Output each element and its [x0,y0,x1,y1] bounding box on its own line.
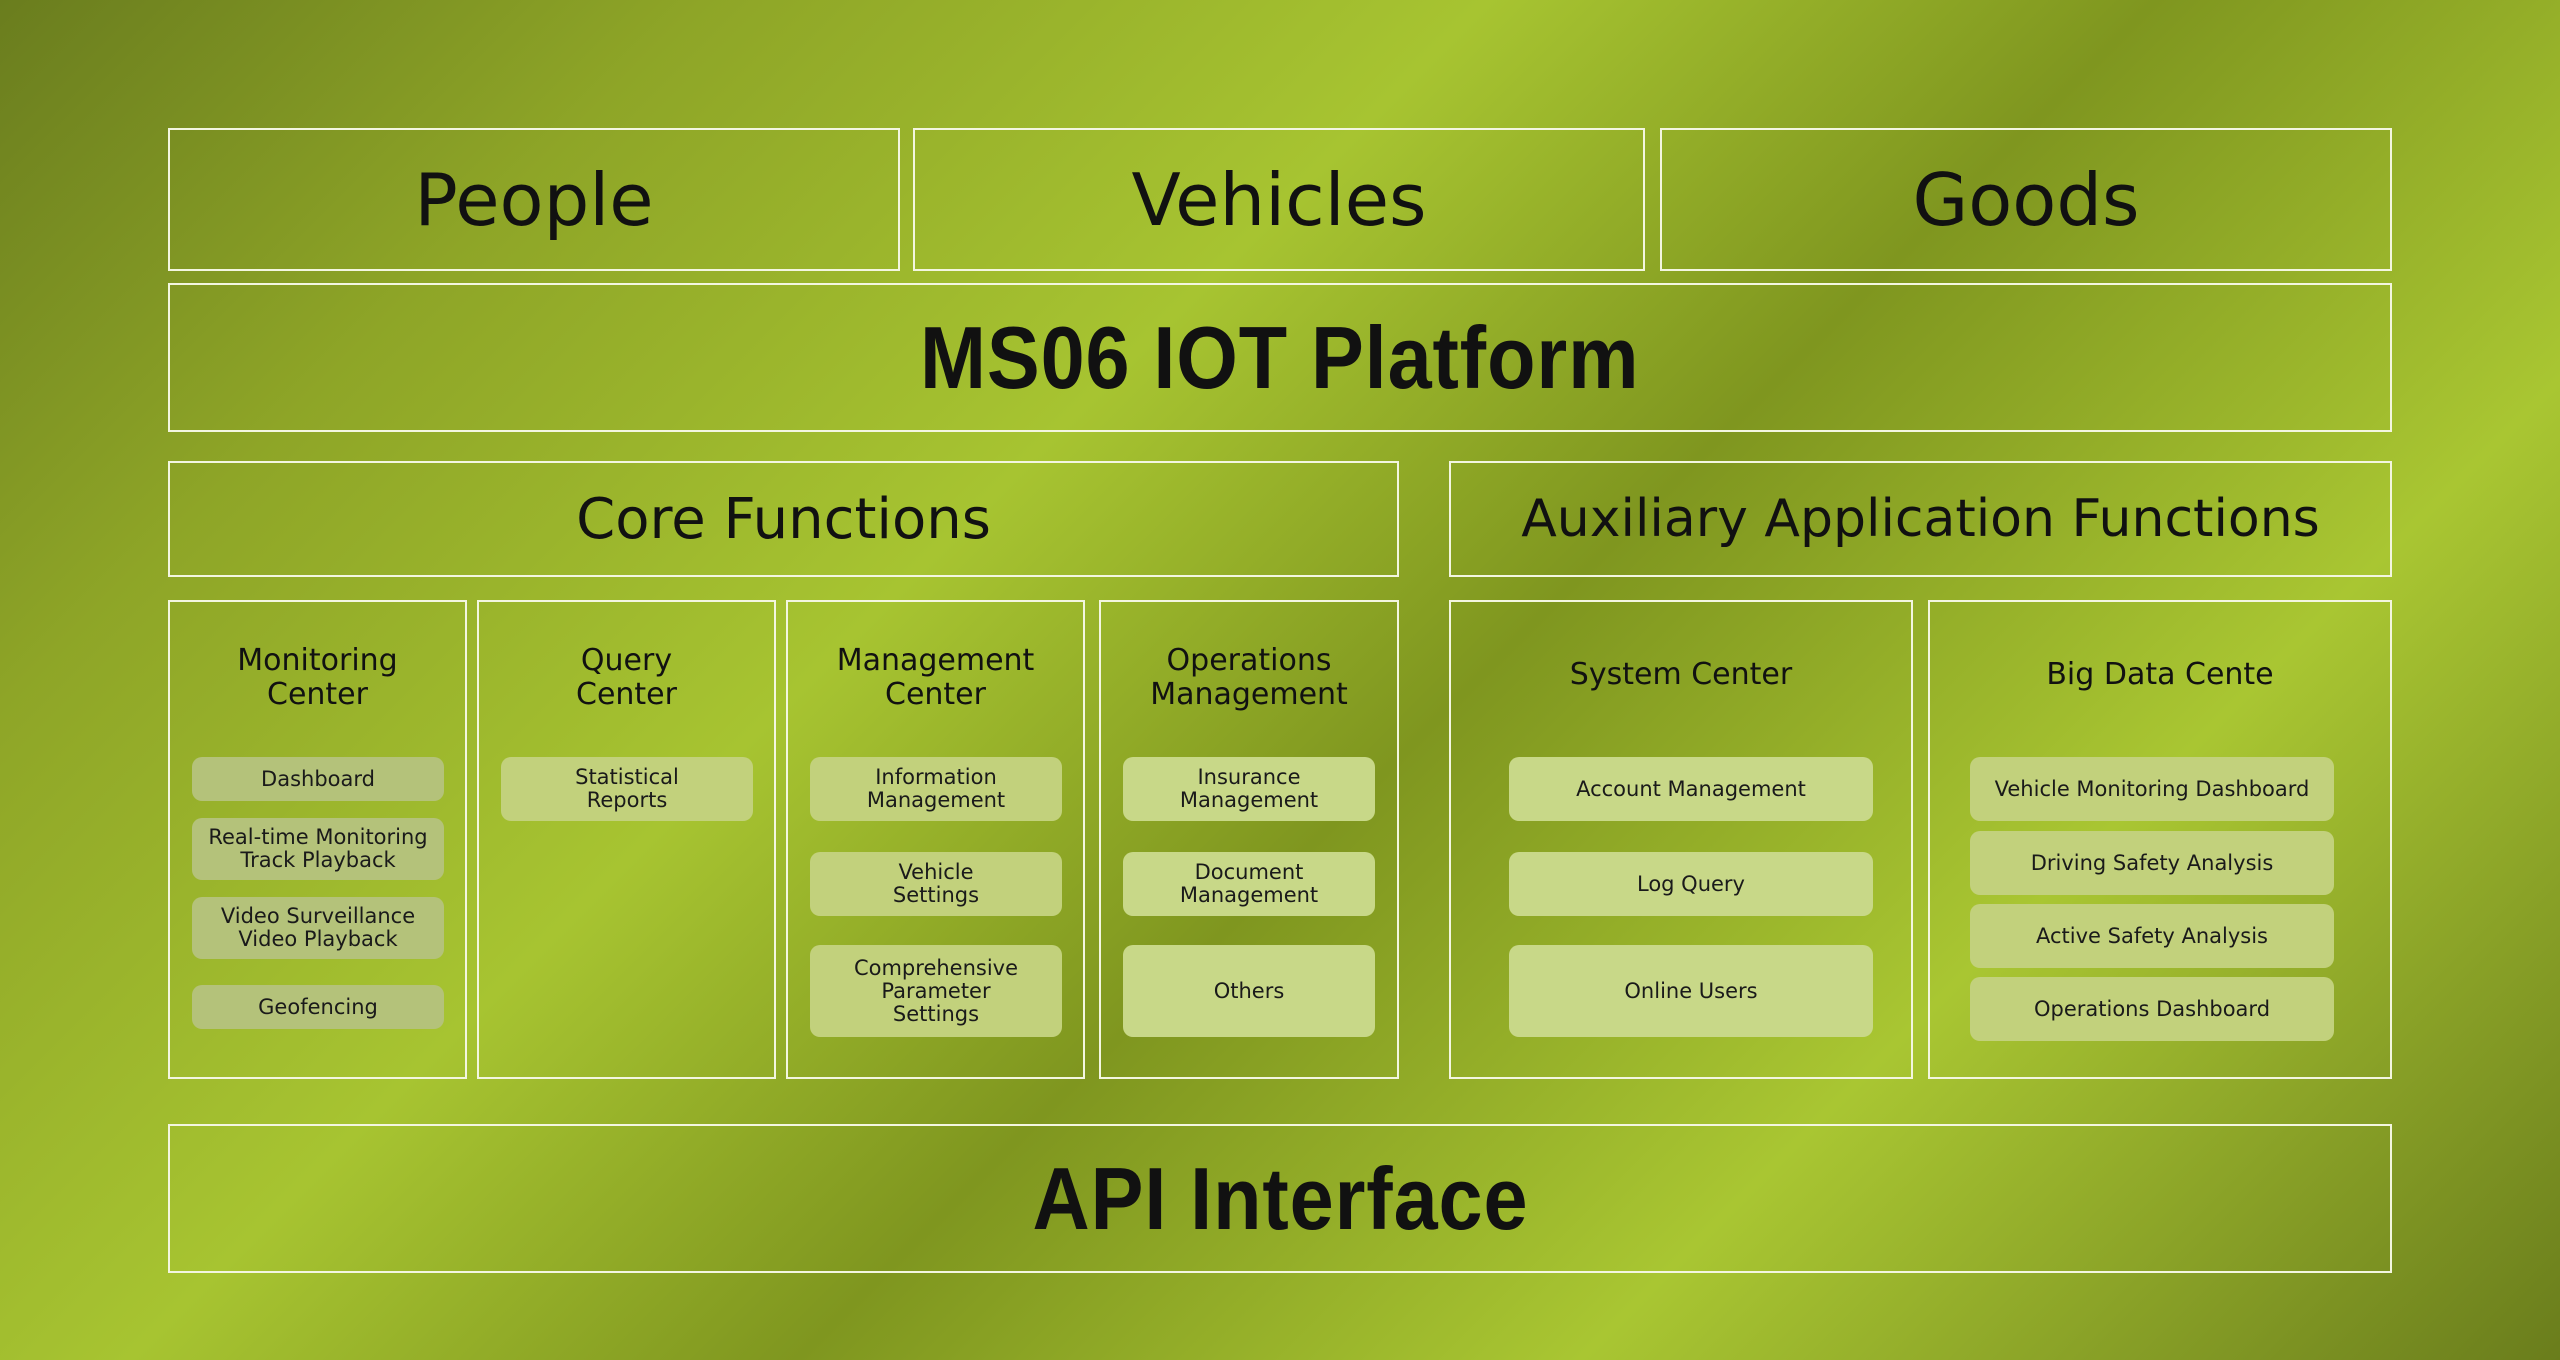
geofencing-item[interactable]: Geofencing [192,985,444,1029]
information-management-item[interactable]: Information Management [810,757,1062,821]
system-center-column: System Center Account Management Log Que… [1449,600,1913,1079]
comprehensive-parameter-settings-item[interactable]: Comprehensive Parameter Settings [810,945,1062,1037]
people-box: People [168,128,900,271]
people-label: People [414,157,654,242]
video-surveillance-item[interactable]: Video Surveillance Video Playback [192,897,444,959]
operations-management-title: Operations Management [1150,643,1348,712]
insurance-management-item[interactable]: Insurance Management [1123,757,1375,821]
goods-box: Goods [1660,128,2392,271]
big-data-center-column: Big Data Cente Vehicle Monitoring Dashbo… [1928,600,2392,1079]
query-center-title: Query Center [576,643,677,712]
operations-dashboard-item[interactable]: Operations Dashboard [1970,977,2334,1041]
system-center-title: System Center [1569,657,1793,692]
statistical-reports-item[interactable]: Statistical Reports [501,757,753,821]
monitoring-center-title: Monitoring Center [237,643,398,712]
realtime-monitoring-item[interactable]: Real-time Monitoring Track Playback [192,818,444,880]
document-management-item[interactable]: Document Management [1123,852,1375,916]
account-management-item[interactable]: Account Management [1509,757,1873,821]
vehicles-box: Vehicles [913,128,1645,271]
management-center-column: Management Center Information Management… [786,600,1085,1079]
dashboard-item[interactable]: Dashboard [192,757,444,801]
vehicles-label: Vehicles [1131,157,1427,242]
goods-label: Goods [1912,157,2140,242]
query-center-column: Query Center Statistical Reports [477,600,776,1079]
api-interface-title: API Interface [1032,1148,1528,1248]
api-interface-box: API Interface [168,1124,2392,1273]
active-safety-analysis-item[interactable]: Active Safety Analysis [1970,904,2334,968]
core-functions-header: Core Functions [168,461,1399,577]
platform-box: MS06 IOT Platform [168,283,2392,432]
operations-management-column: Operations Management Insurance Manageme… [1099,600,1399,1079]
online-users-item[interactable]: Online Users [1509,945,1873,1037]
monitoring-center-column: Monitoring Center Dashboard Real-time Mo… [168,600,467,1079]
aux-functions-header: Auxiliary Application Functions [1449,461,2392,577]
management-center-title: Management Center [836,643,1035,712]
aux-functions-title: Auxiliary Application Functions [1521,489,2320,549]
log-query-item[interactable]: Log Query [1509,852,1873,916]
driving-safety-analysis-item[interactable]: Driving Safety Analysis [1970,831,2334,895]
vehicle-settings-item[interactable]: Vehicle Settings [810,852,1062,916]
platform-title: MS06 IOT Platform [920,307,1640,407]
big-data-center-title: Big Data Cente [2046,657,2274,692]
vehicle-monitoring-dashboard-item[interactable]: Vehicle Monitoring Dashboard [1970,757,2334,821]
others-item[interactable]: Others [1123,945,1375,1037]
core-functions-title: Core Functions [576,486,991,552]
